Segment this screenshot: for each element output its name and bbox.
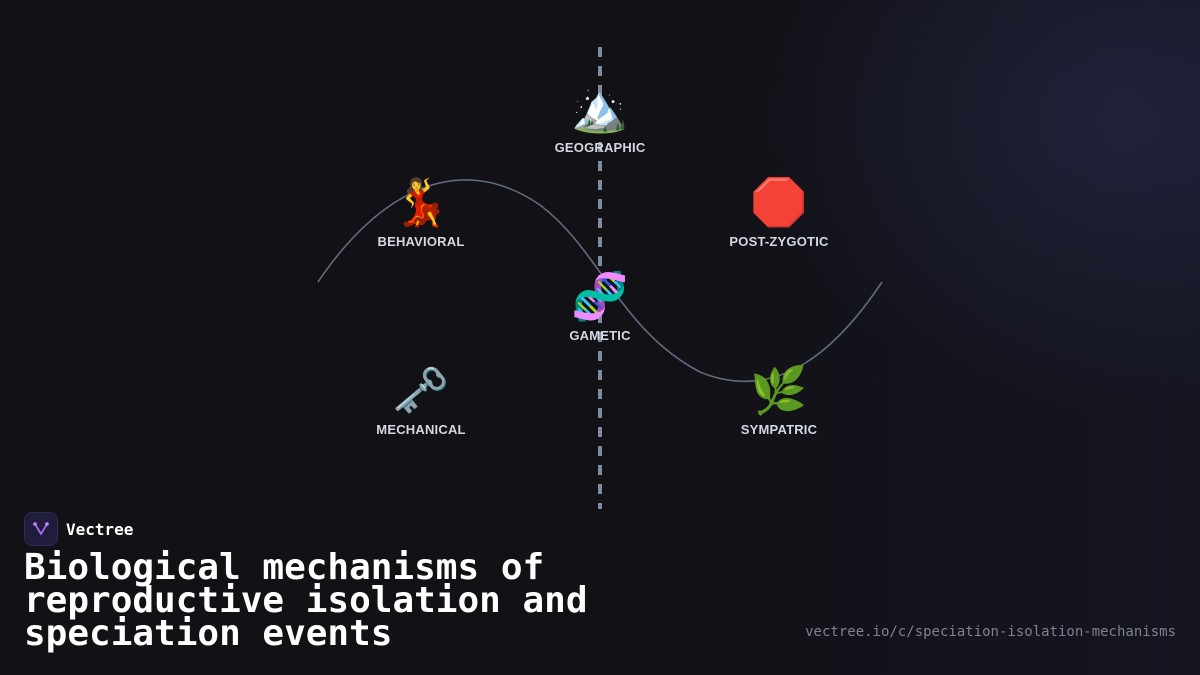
- node-behavioral: 💃 BEHAVIORAL: [341, 174, 501, 249]
- dna-icon: 🧬: [571, 269, 629, 323]
- brand-name: Vectree: [66, 519, 134, 539]
- dashed-axis: [598, 47, 602, 509]
- key-icon: 🗝️: [392, 363, 450, 417]
- brand: Vectree: [24, 512, 133, 546]
- node-label-behavioral: BEHAVIORAL: [377, 234, 465, 249]
- page-title: Biological mechanisms of reproductive is…: [24, 547, 588, 654]
- dancer-icon: 💃: [392, 175, 450, 229]
- footer-brand: Vectree: [24, 512, 133, 546]
- vectree-logo-icon: [24, 512, 58, 546]
- snow-capped-mountain-icon: 🏔️: [571, 81, 629, 135]
- node-geographic: 🏔️ GEOGRAPHIC: [520, 80, 680, 155]
- sine-curve: [317, 179, 883, 383]
- node-label-mechanical: MECHANICAL: [376, 422, 466, 437]
- node-gametic: 🧬 GAMETIC: [520, 268, 680, 343]
- source-url[interactable]: vectree.io/c/speciation-isolation-mechan…: [805, 624, 1176, 640]
- node-label-sympatric: SYMPATRIC: [740, 422, 818, 437]
- herb-icon: 🌿: [750, 363, 808, 417]
- node-mechanical: 🗝️ MECHANICAL: [341, 362, 501, 437]
- node-label-post-zygotic: POST-ZYGOTIC: [729, 234, 829, 249]
- node-label-gametic: GAMETIC: [569, 328, 631, 343]
- node-label-geographic: GEOGRAPHIC: [554, 140, 646, 155]
- stop-sign-icon: 🛑: [750, 175, 808, 229]
- node-post-zygotic: 🛑 POST-ZYGOTIC: [699, 174, 859, 249]
- node-sympatric: 🌿 SYMPATRIC: [699, 362, 859, 437]
